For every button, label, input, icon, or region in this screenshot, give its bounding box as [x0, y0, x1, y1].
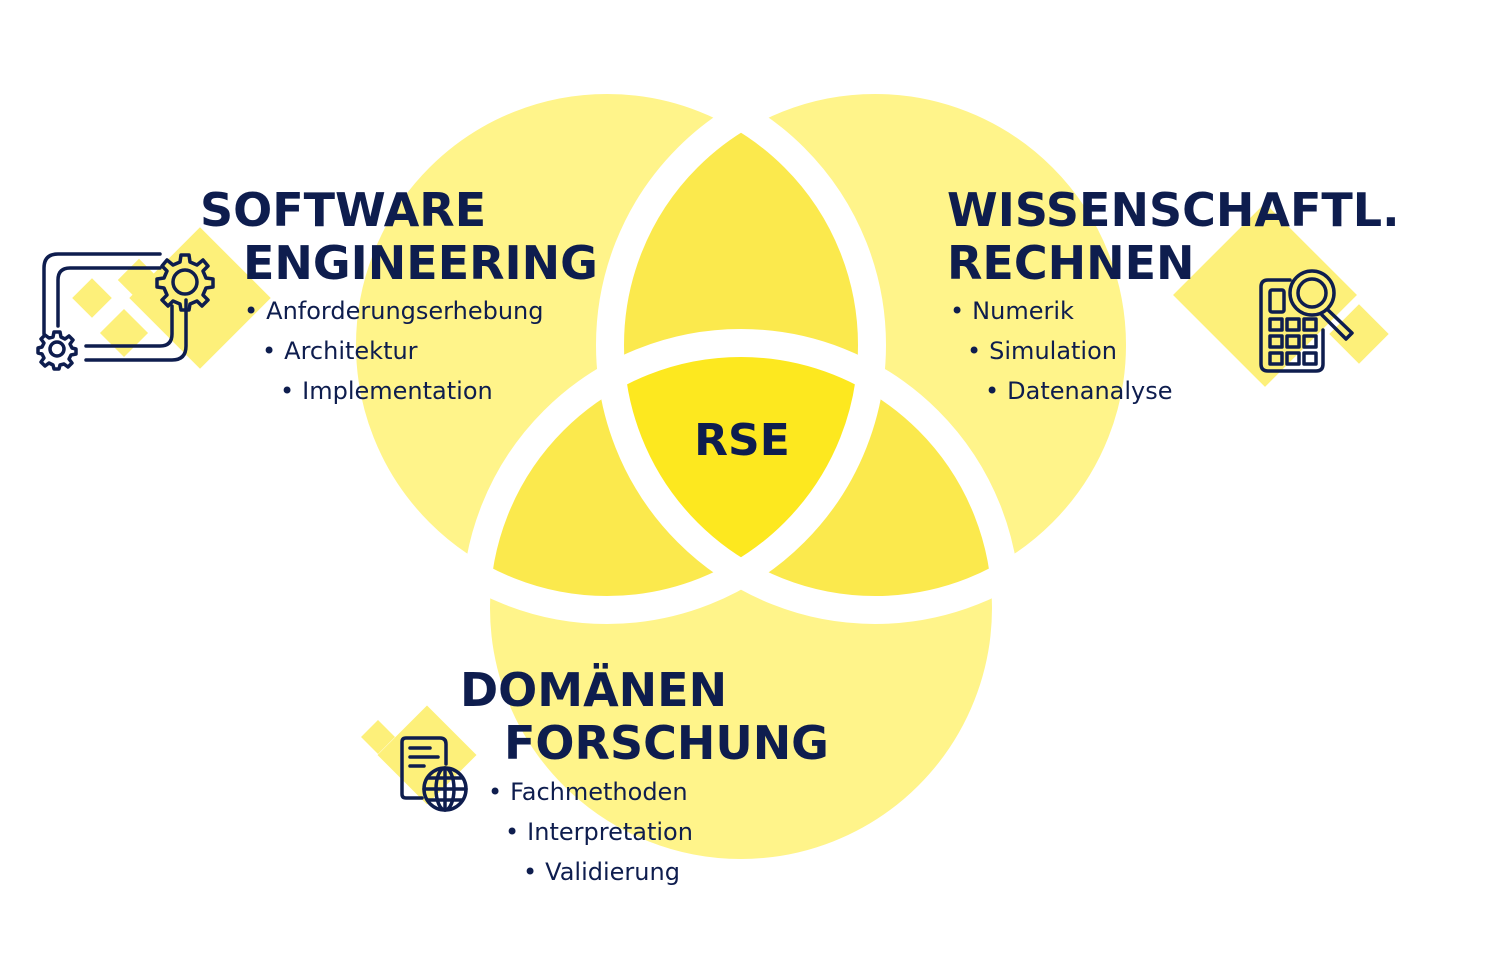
domain-item-1: •Fachmethoden	[488, 777, 688, 807]
bullet: •	[280, 377, 295, 405]
software-item-1-label: Anforderungserhebung	[266, 297, 544, 325]
domain-item-2-label: Interpretation	[527, 818, 693, 846]
ring-computing	[596, 66, 1154, 624]
domain-item-3: •Validierung	[523, 857, 680, 887]
bullet: •	[262, 337, 277, 365]
software-item-1: •Anforderungserhebung	[244, 296, 543, 326]
computing-item-1-label: Numerik	[972, 297, 1074, 325]
diamond-computing-small	[1329, 304, 1389, 364]
software-item-3: •Implementation	[280, 376, 493, 406]
bullet: •	[950, 297, 965, 325]
bullet: •	[244, 297, 259, 325]
software-engineering-title-line1: SOFTWARE	[200, 183, 487, 237]
software-item-2-label: Architektur	[284, 337, 418, 365]
bullet: •	[505, 818, 520, 846]
software-item-2: •Architektur	[262, 336, 418, 366]
scientific-computing-title-line1: WISSENSCHAFTL.	[947, 183, 1400, 237]
document-globe-icon	[400, 736, 468, 812]
domain-item-2: •Interpretation	[505, 817, 693, 847]
domain-item-1-label: Fachmethoden	[510, 778, 688, 806]
bullet: •	[985, 377, 1000, 405]
software-engineering-title-line2: ENGINEERING	[243, 236, 598, 290]
software-item-3-label: Implementation	[302, 377, 493, 405]
computing-item-1: •Numerik	[950, 296, 1074, 326]
monitor-gears-icon	[36, 252, 215, 371]
bullet: •	[967, 337, 982, 365]
calculator-magnifier-icon	[1259, 269, 1354, 373]
computing-item-3-label: Datenanalyse	[1007, 377, 1173, 405]
center-rse-label: RSE	[694, 415, 790, 466]
bullet: •	[488, 778, 503, 806]
computing-item-2-label: Simulation	[989, 337, 1117, 365]
diamond-software-small-1	[72, 278, 112, 318]
diamond-software-small-3	[99, 308, 149, 358]
computing-item-2: •Simulation	[967, 336, 1117, 366]
diamond-computing-large	[1173, 203, 1357, 387]
ring-software	[328, 66, 886, 624]
domain-research-title-line1: DOMÄNEN	[460, 663, 728, 717]
diamond-domain-small	[361, 720, 395, 754]
domain-item-3-label: Validierung	[545, 858, 680, 886]
ring-domain	[462, 329, 1020, 887]
computing-item-3: •Datenanalyse	[985, 376, 1173, 406]
domain-research-title-line2: FORSCHUNG	[504, 716, 829, 770]
scientific-computing-title-line2: RECHNEN	[947, 236, 1195, 290]
bullet: •	[523, 858, 538, 886]
